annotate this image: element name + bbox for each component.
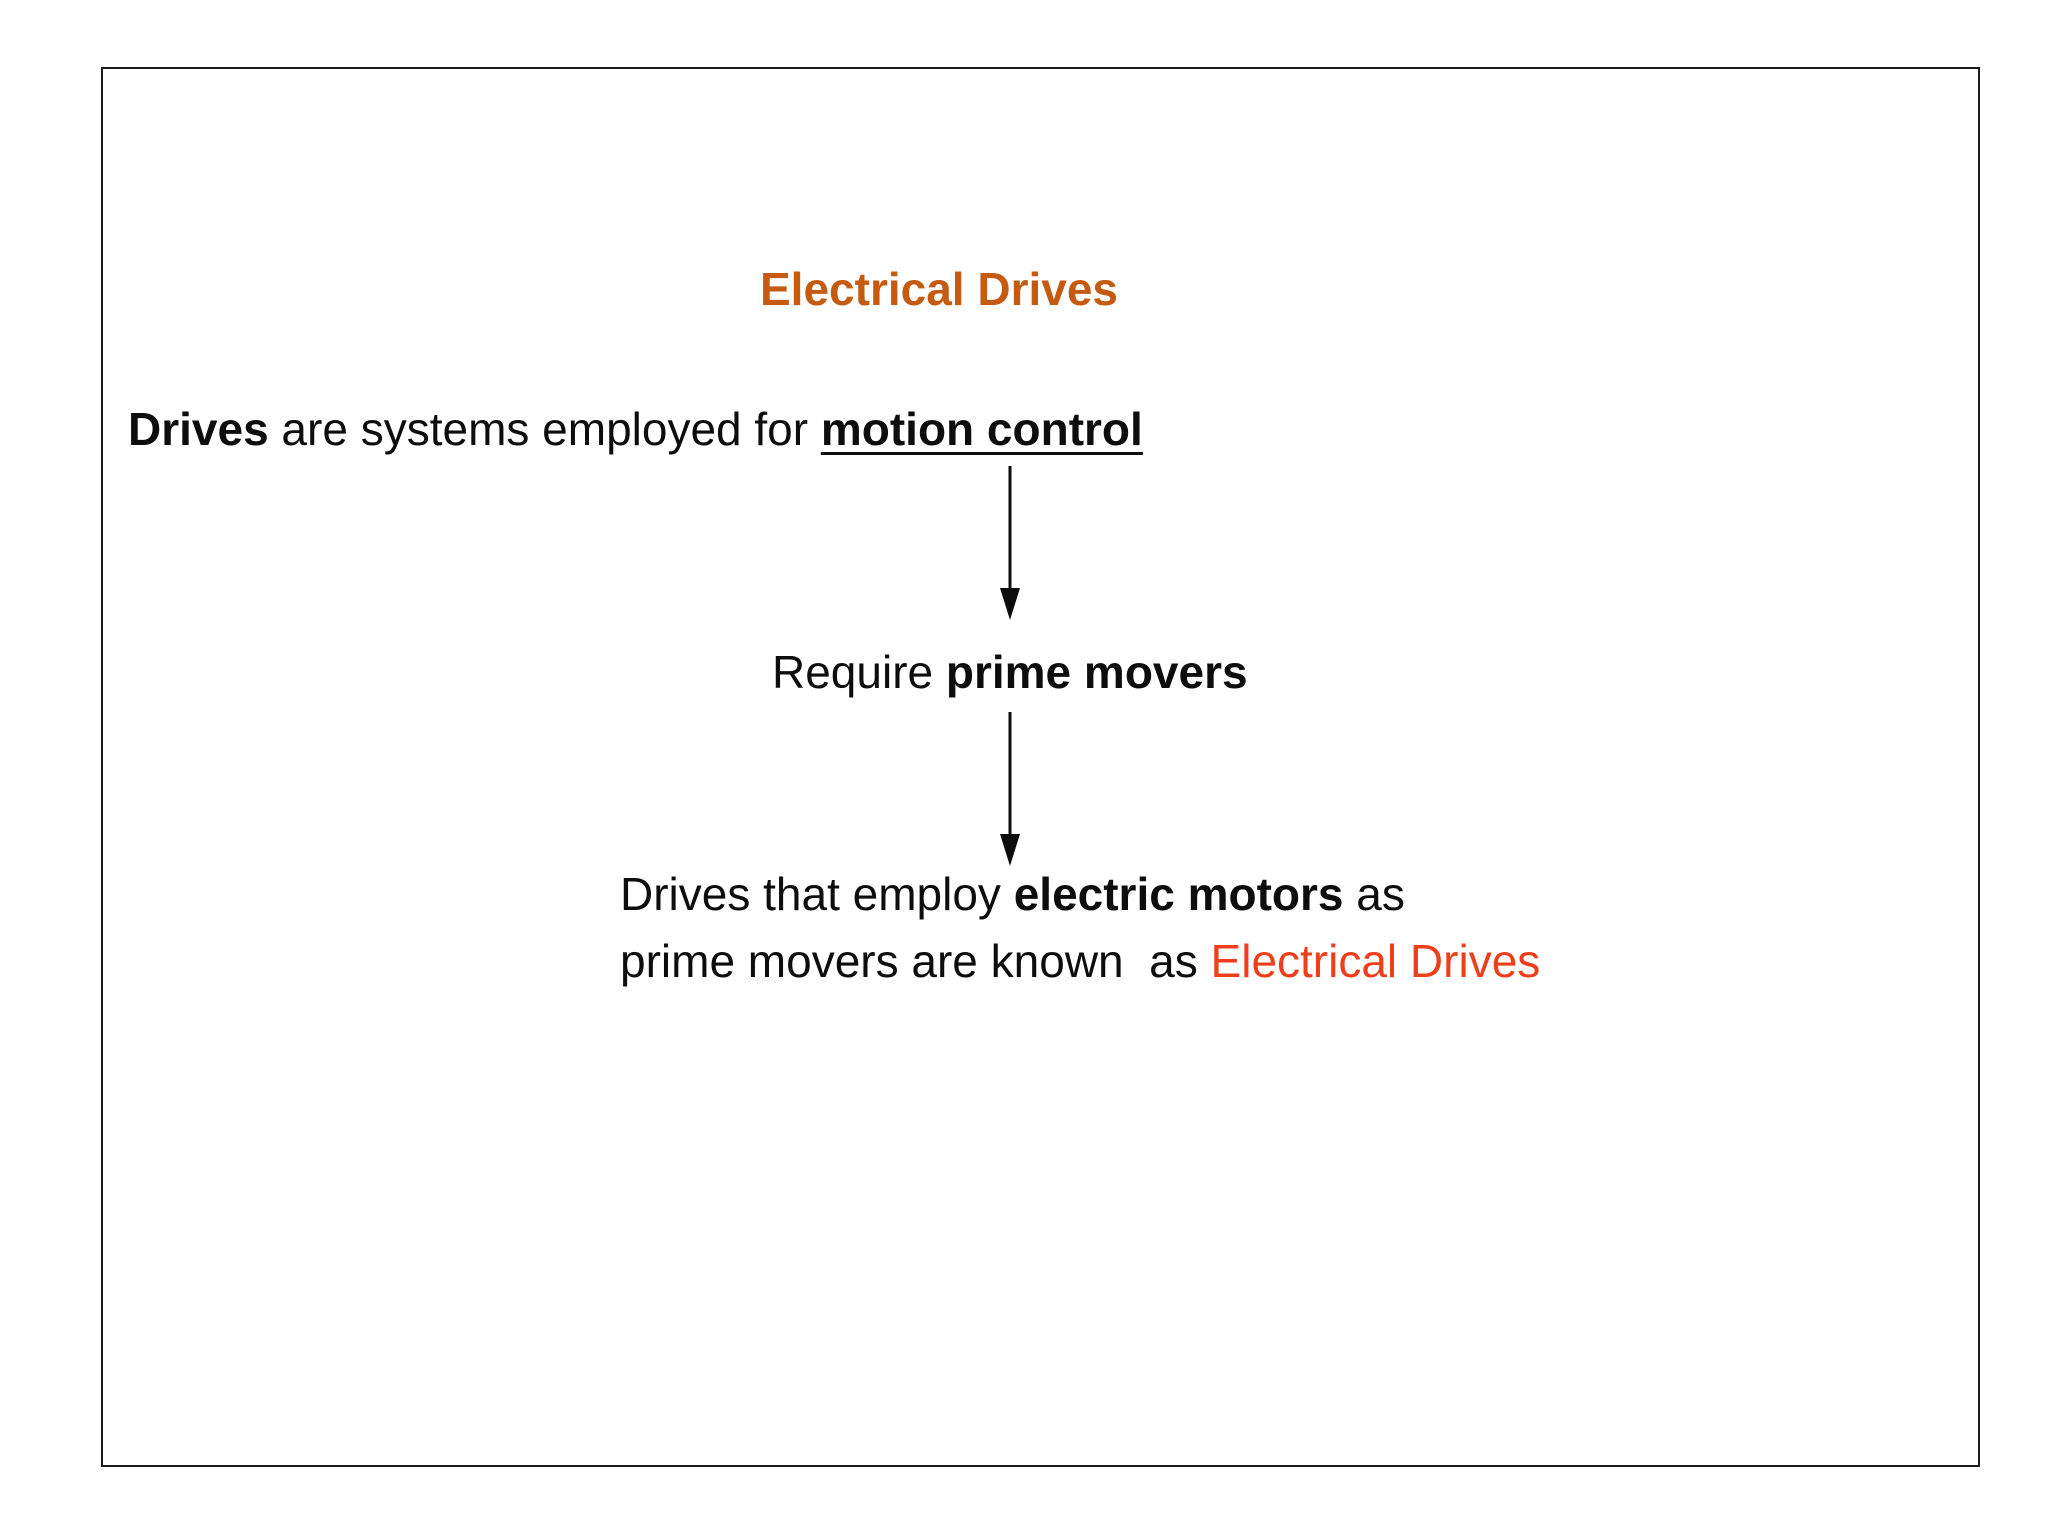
down-arrow-icon [1000, 712, 1020, 866]
conclusion-line2-prefix: prime movers are known as [620, 935, 1211, 987]
conclusion-line1-prefix: Drives that employ [620, 868, 1014, 920]
statement-middle: are systems employed for [268, 403, 821, 455]
slide-border [101, 67, 1980, 1467]
conclusion-line1-suffix: as [1343, 868, 1405, 920]
statement-emphasis: motion control [820, 403, 1143, 455]
conclusion-line-2: prime movers are known as Electrical Dri… [620, 932, 1540, 992]
require-prefix: Require [772, 646, 946, 698]
statement-line: Drives are systems employed for motion c… [128, 400, 1143, 460]
statement-lead: Drives [128, 403, 269, 455]
slide-title: Electrical Drives [760, 263, 1119, 315]
conclusion-line-1: Drives that employ electric motors as [620, 865, 1405, 925]
require-line: Require prime movers [772, 643, 1248, 703]
conclusion-highlight: Electrical Drives [1210, 935, 1541, 987]
down-arrow-icon [1000, 466, 1020, 620]
require-emphasis: prime movers [945, 646, 1248, 698]
conclusion-line1-emphasis: electric motors [1013, 868, 1344, 920]
